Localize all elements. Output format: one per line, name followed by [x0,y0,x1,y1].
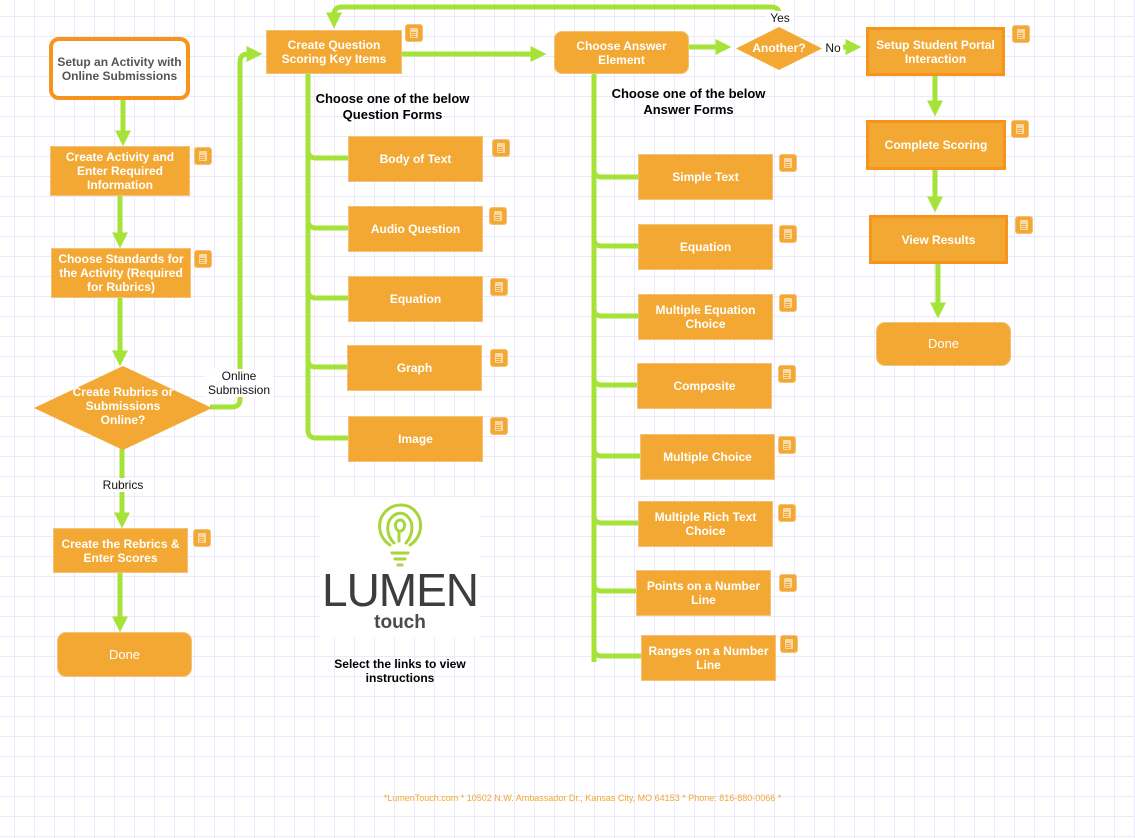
connector-question-bus [305,74,348,441]
create-activity-step[interactable]: Create Activity and Enter Required Infor… [50,146,190,196]
answer-form-simple-text[interactable]: Simple Text [638,154,773,200]
another-label: Another? [752,41,806,55]
complete-scoring-step[interactable]: Complete Scoring [866,120,1006,170]
document-icon[interactable] [779,225,797,243]
document-icon[interactable] [779,154,797,172]
question-form-body-of-text[interactable]: Body of Text [348,136,483,182]
document-icon[interactable] [405,24,423,42]
document-icon[interactable] [490,417,508,435]
choose-standards-step[interactable]: Choose Standards for the Activity (Requi… [51,248,191,298]
branch-label-rubrics: Rubrics [100,478,146,492]
question-form-audio[interactable]: Audio Question [348,206,483,252]
answer-form-equation[interactable]: Equation [638,224,773,270]
document-icon[interactable] [194,250,212,268]
connector-yes-loop [325,4,782,29]
answer-form-points-on-number-line[interactable]: Points on a Number Line [636,570,771,616]
view-results-step[interactable]: View Results [869,215,1008,264]
done-node-left: Done [57,632,192,677]
answer-forms-heading: Choose one of the below Answer Forms [611,86,766,117]
document-icon[interactable] [193,529,211,547]
start-node: Setup an Activity with Online Submission… [49,37,190,100]
document-icon[interactable] [780,635,798,653]
setup-student-portal-step[interactable]: Setup Student Portal Interaction [866,27,1005,76]
document-icon[interactable] [779,574,797,592]
document-icon[interactable] [1015,216,1033,234]
yes-label: Yes [766,11,794,25]
choose-answer-step[interactable]: Choose Answer Element [554,31,689,74]
done-node-right: Done [876,322,1011,366]
branch-label-online: Online Submission [205,369,273,397]
document-icon[interactable] [1011,120,1029,138]
document-icon[interactable] [492,139,510,157]
document-icon[interactable] [778,504,796,522]
document-icon[interactable] [778,365,796,383]
decision-diamond-rubrics [34,366,212,450]
logo-brand: LUMEN [321,564,479,616]
document-icon[interactable] [490,349,508,367]
answer-form-multiple-equation-choice[interactable]: Multiple Equation Choice [638,294,773,340]
document-icon[interactable] [489,207,507,225]
no-label: No [823,41,843,55]
answer-form-multiple-choice[interactable]: Multiple Choice [640,434,775,480]
create-question-step[interactable]: Create Question Scoring Key Items [266,30,402,74]
document-icon[interactable] [779,294,797,312]
document-icon[interactable] [194,147,212,165]
logo-sub: touch [374,612,426,633]
answer-form-composite[interactable]: Composite [637,363,772,409]
decision-label: Create Rubrics or Submissions Online? [72,385,174,427]
lightbulb-icon [378,503,423,567]
document-icon[interactable] [490,278,508,296]
question-form-equation[interactable]: Equation [348,276,483,322]
document-icon[interactable] [1012,25,1030,43]
create-rubrics-step[interactable]: Create the Rebrics & Enter Scores [53,528,188,573]
answer-form-ranges-on-number-line[interactable]: Ranges on a Number Line [641,635,776,681]
question-form-graph[interactable]: Graph [347,345,482,391]
lumen-touch-logo: LUMEN touch [320,497,480,637]
instructions-text: Select the links to view instructions [334,657,466,685]
question-form-image[interactable]: Image [348,416,483,462]
document-icon[interactable] [778,436,796,454]
connector-online-submission [210,45,263,410]
answer-form-multiple-rich-text-choice[interactable]: Multiple Rich Text Choice [638,501,773,547]
question-forms-heading: Choose one of the below Question Forms [315,91,470,122]
footer-contact: *LumenTouch.com * 10502 N.W. Ambassador … [383,793,782,803]
decision-diamond-another [736,27,822,70]
